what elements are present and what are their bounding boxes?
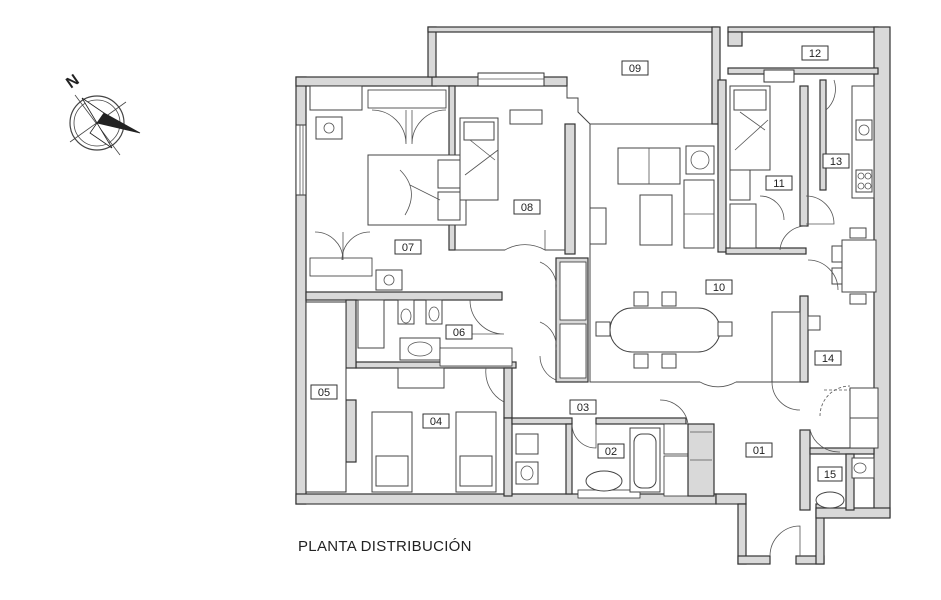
svg-text:11: 11 (773, 178, 784, 190)
room-label-10: 10 (705, 279, 733, 295)
svg-text:07: 07 (402, 242, 414, 254)
room-label-08: 08 (513, 199, 541, 215)
plan-title: PLANTA DISTRIBUCIÓN (298, 538, 472, 555)
room-label-07: 07 (394, 239, 422, 255)
svg-text:03: 03 (577, 402, 589, 414)
svg-text:14: 14 (822, 353, 834, 365)
room-label-12: 12 (801, 45, 829, 61)
room-label-11: 11 (765, 175, 793, 191)
room-label-03: 03 (569, 399, 597, 415)
room-label-09: 09 (621, 60, 649, 76)
svg-text:09: 09 (629, 63, 641, 75)
compass-letter: N (63, 72, 82, 93)
compass-icon: N (63, 72, 141, 156)
room-label-04: 04 (422, 413, 450, 429)
doors (314, 79, 851, 557)
svg-text:12: 12 (809, 48, 821, 60)
room-label-05: 05 (310, 384, 338, 400)
svg-text:05: 05 (318, 387, 330, 399)
room-label-06: 06 (445, 324, 473, 340)
svg-text:15: 15 (824, 469, 836, 481)
room-labels: 01 02 03 04 05 06 07 08 (310, 45, 850, 482)
room-label-13: 13 (822, 153, 850, 169)
svg-text:06: 06 (453, 327, 465, 339)
room-label-15: 15 (817, 466, 843, 482)
svg-text:10: 10 (713, 282, 725, 294)
svg-text:02: 02 (605, 446, 617, 458)
room-label-01: 01 (745, 442, 773, 458)
svg-text:04: 04 (430, 416, 442, 428)
svg-text:01: 01 (753, 445, 765, 457)
svg-text:13: 13 (830, 156, 842, 168)
room-label-14: 14 (814, 350, 842, 366)
furniture (309, 85, 879, 509)
svg-text:08: 08 (521, 202, 533, 214)
exterior-walls (295, 26, 891, 565)
room-label-02: 02 (597, 443, 625, 459)
